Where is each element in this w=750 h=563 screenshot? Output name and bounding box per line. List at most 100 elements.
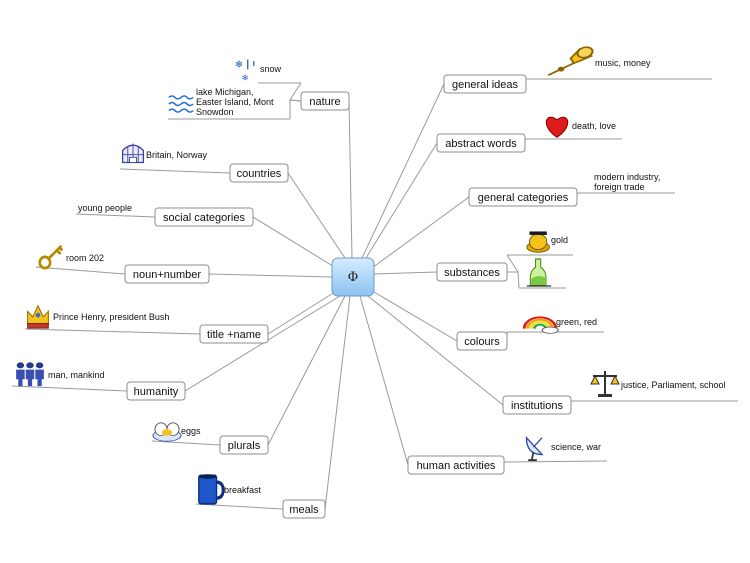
leaf-underline-meals-0 bbox=[195, 503, 284, 510]
gold-icon bbox=[526, 231, 550, 253]
topic-label-noun-number: noun+number bbox=[133, 269, 202, 281]
connector-meals bbox=[324, 295, 351, 510]
leaf-connector-nature-0 bbox=[289, 82, 302, 102]
leaf-countries-0[interactable]: Britain, Norway bbox=[146, 150, 208, 160]
key-icon bbox=[38, 244, 64, 270]
central-topic-label: Φ bbox=[348, 270, 359, 285]
leaf-underline-title-name-0 bbox=[24, 328, 201, 335]
leaf-text-nature-0-0: snow bbox=[260, 64, 282, 74]
leaf-text-nature-1-0: lake Michigan, bbox=[196, 87, 254, 97]
topic-label-abstract-words: abstract words bbox=[445, 138, 517, 150]
topic-label-human-activities: human activities bbox=[417, 460, 496, 472]
topic-label-countries: countries bbox=[237, 168, 282, 180]
leaf-text-title-name-0-0: Prince Henry, president Bush bbox=[53, 312, 169, 322]
leaf-noun-number-0[interactable]: room 202 bbox=[66, 253, 104, 263]
topic-plurals[interactable]: plurals bbox=[219, 435, 269, 455]
connector-nature bbox=[348, 100, 353, 259]
leaf-plurals-0[interactable]: eggs bbox=[181, 426, 201, 436]
topic-general-ideas[interactable]: general ideas bbox=[443, 74, 527, 94]
leaf-humanity-0[interactable]: man, mankind bbox=[48, 370, 105, 380]
mug-icon bbox=[198, 474, 225, 505]
scales-icon bbox=[590, 371, 620, 397]
leaf-text-plurals-0-0: eggs bbox=[181, 426, 201, 436]
leaf-social-categories-0[interactable]: young people bbox=[78, 203, 132, 213]
leaf-underline-countries-0 bbox=[119, 168, 231, 174]
leaf-text-social-categories-0-0: young people bbox=[78, 203, 132, 213]
connector-human-activities bbox=[359, 295, 409, 466]
topic-label-humanity: humanity bbox=[134, 386, 179, 398]
people-icon bbox=[16, 362, 44, 387]
satellite-dish-icon bbox=[525, 436, 544, 462]
topic-humanity[interactable]: humanity bbox=[126, 381, 186, 401]
leaf-text-abstract-words-0-0: death, love bbox=[572, 121, 616, 131]
connector-institutions bbox=[367, 295, 504, 406]
leaf-connector-substances-1 bbox=[507, 271, 520, 289]
leaf-connector-substances-0 bbox=[506, 254, 519, 273]
topic-general-categories[interactable]: general categories bbox=[468, 187, 578, 207]
topic-label-colours: colours bbox=[464, 336, 500, 348]
leaf-text-general-categories-0-0: modern industry, bbox=[594, 172, 660, 182]
topic-title-name[interactable]: title +name bbox=[199, 324, 269, 344]
topic-label-meals: meals bbox=[289, 504, 319, 516]
topic-label-general-categories: general categories bbox=[478, 192, 569, 204]
leaf-title-name-0[interactable]: Prince Henry, president Bush bbox=[53, 312, 169, 322]
topic-substances[interactable]: substances bbox=[436, 262, 508, 282]
leaf-underline-noun-number-0 bbox=[35, 266, 126, 275]
leaf-text-nature-1-2: Snowdon bbox=[196, 107, 234, 117]
topic-label-substances: substances bbox=[444, 267, 500, 279]
topic-colours[interactable]: colours bbox=[456, 331, 508, 351]
topic-social-categories[interactable]: social categories bbox=[154, 207, 254, 227]
topic-label-institutions: institutions bbox=[511, 400, 563, 412]
svg-text:❄: ❄ bbox=[242, 73, 249, 83]
heart-icon bbox=[545, 116, 569, 138]
svg-text:❄: ❄ bbox=[235, 60, 244, 71]
trumpet-icon bbox=[547, 46, 594, 76]
globe-icon bbox=[121, 143, 145, 164]
central-topic[interactable]: Φ bbox=[331, 257, 375, 297]
leaf-general-categories-0[interactable]: modern industry,foreign trade bbox=[594, 172, 660, 192]
water-waves-icon bbox=[168, 95, 194, 113]
connector-abstract-words bbox=[365, 142, 438, 259]
leaf-general-ideas-0[interactable]: music, money bbox=[595, 58, 651, 68]
topic-label-nature: nature bbox=[309, 96, 340, 108]
topic-institutions[interactable]: institutions bbox=[502, 395, 572, 415]
leaf-text-substances-0-0: gold bbox=[551, 235, 568, 245]
leaf-text-meals-0-0: breakfast bbox=[224, 485, 262, 495]
leaf-human-activities-0[interactable]: science, war bbox=[551, 442, 601, 452]
leaf-connector-nature-1 bbox=[289, 99, 302, 119]
topic-label-general-ideas: general ideas bbox=[452, 79, 519, 91]
topic-nature[interactable]: nature bbox=[300, 91, 350, 111]
topic-label-plurals: plurals bbox=[228, 440, 261, 452]
topic-noun-number[interactable]: noun+number bbox=[124, 264, 210, 284]
connector-substances bbox=[373, 271, 438, 275]
connector-countries bbox=[287, 172, 346, 259]
rainbow-icon bbox=[522, 316, 559, 334]
connector-general-categories bbox=[371, 196, 470, 269]
topic-meals[interactable]: meals bbox=[282, 499, 326, 519]
leaf-underline-human-activities-0 bbox=[503, 460, 608, 463]
leaf-meals-0[interactable]: breakfast bbox=[224, 485, 262, 495]
leaf-underline-humanity-0 bbox=[11, 385, 128, 392]
connector-social-categories bbox=[252, 216, 337, 269]
leaf-substances-0[interactable]: gold bbox=[551, 235, 568, 245]
leaf-nature-0[interactable]: snow bbox=[260, 64, 282, 74]
topic-abstract-words[interactable]: abstract words bbox=[436, 133, 526, 153]
topic-countries[interactable]: countries bbox=[229, 163, 289, 183]
leaf-underline-plurals-0 bbox=[151, 440, 221, 446]
leaf-text-institutions-0-0: justice, Parliament, school bbox=[620, 380, 726, 390]
leaf-text-humanity-0-0: man, mankind bbox=[48, 370, 105, 380]
snowflake-icon: ❄❄ bbox=[235, 59, 255, 83]
leaf-abstract-words-0[interactable]: death, love bbox=[572, 121, 616, 131]
leaf-text-countries-0-0: Britain, Norway bbox=[146, 150, 208, 160]
connector-title-name bbox=[267, 291, 336, 335]
topic-label-social-categories: social categories bbox=[163, 212, 245, 224]
leaf-underline-social-categories-0 bbox=[75, 213, 156, 218]
topic-human-activities[interactable]: human activities bbox=[407, 455, 505, 475]
leaf-text-human-activities-0-0: science, war bbox=[551, 442, 601, 452]
crown-icon bbox=[27, 304, 49, 329]
leaf-text-noun-number-0-0: room 202 bbox=[66, 253, 104, 263]
leaf-colours-0[interactable]: green, red bbox=[556, 317, 597, 327]
leaf-institutions-0[interactable]: justice, Parliament, school bbox=[620, 380, 726, 390]
